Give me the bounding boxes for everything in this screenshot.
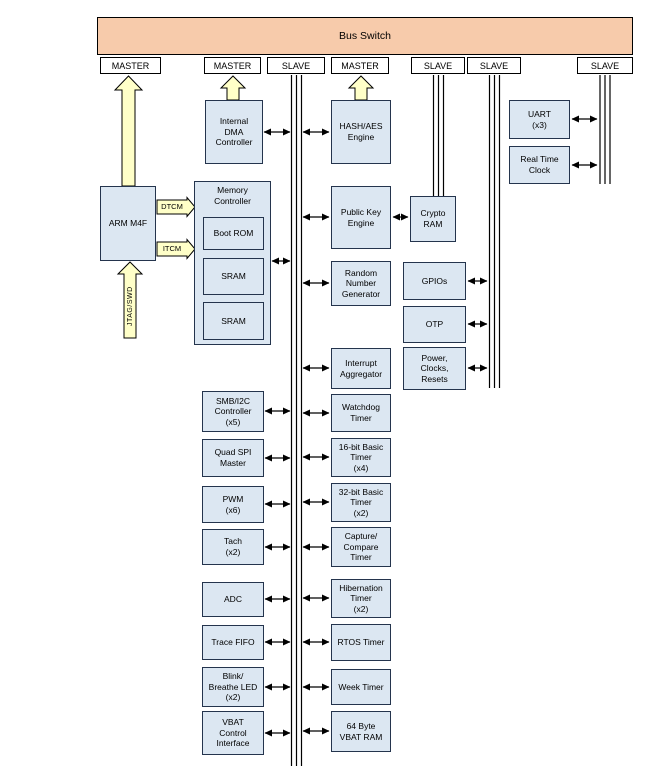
block-sram-2: SRAM	[203, 302, 264, 340]
dtcm-label: DTCM	[161, 202, 183, 212]
dma-to-master-arrow	[219, 75, 247, 101]
memory-controller-title: Memory Controller	[214, 185, 251, 206]
block-crypto-ram: Crypto RAM	[410, 196, 456, 242]
block-16bit-basic-timer: 16-bit Basic Timer (x4)	[331, 438, 391, 477]
main-bus-lines	[290, 75, 303, 766]
block-arm-m4f: ARM M4F	[100, 186, 156, 261]
bus-switch: Bus Switch	[97, 17, 633, 55]
port-slave-1: SLAVE	[267, 57, 325, 74]
block-sram-1: SRAM	[203, 258, 264, 295]
block-week-timer: Week Timer	[331, 669, 391, 705]
block-memory-controller: Memory Controller Boot ROM SRAM SRAM	[194, 181, 271, 345]
block-watchdog-timer: Watchdog Timer	[331, 394, 391, 432]
itcm-label: ITCM	[162, 244, 182, 254]
block-boot-rom: Boot ROM	[203, 217, 264, 250]
port-master-2: MASTER	[204, 57, 261, 74]
block-hash-aes: HASH/AES Engine	[331, 100, 391, 164]
block-rtos-timer: RTOS Timer	[331, 624, 391, 661]
block-blink-breathe-led: Blink/ Breathe LED (x2)	[202, 667, 264, 707]
block-interrupt-aggregator: Interrupt Aggregator	[331, 348, 391, 389]
block-smb-i2c: SMB/I2C Controller (x5)	[202, 391, 264, 432]
port-slave-2: SLAVE	[411, 57, 465, 74]
port-slave-3: SLAVE	[467, 57, 521, 74]
block-uart: UART (x3)	[509, 100, 570, 139]
block-trace-fifo: Trace FIFO	[202, 625, 264, 660]
port-master-3: MASTER	[331, 57, 389, 74]
block-otp: OTP	[403, 306, 466, 343]
block-hibernation-timer: Hibernation Timer (x2)	[331, 579, 391, 618]
port-master-1: MASTER	[100, 57, 161, 74]
jtag-swd-label: JTAG/SWD	[127, 286, 134, 326]
block-vbat-control-interface: VBAT Control Interface	[202, 711, 264, 755]
hash-to-master-arrow	[347, 75, 375, 101]
block-gpios: GPIOs	[403, 262, 466, 300]
block-internal-dma: Internal DMA Controller	[205, 100, 263, 164]
io-bus-lines	[599, 75, 611, 184]
port-slave-4: SLAVE	[577, 57, 633, 74]
system-bus-lines	[488, 75, 501, 388]
block-tach: Tach (x2)	[202, 529, 264, 565]
block-adc: ADC	[202, 582, 264, 617]
block-capture-compare-timer: Capture/ Compare Timer	[331, 527, 391, 567]
block-real-time-clock: Real Time Clock	[509, 146, 570, 184]
block-pwm: PWM (x6)	[202, 486, 264, 523]
block-power-clocks-resets: Power, Clocks, Resets	[403, 347, 466, 390]
block-quad-spi: Quad SPI Master	[202, 439, 264, 477]
block-public-key-engine: Public Key Engine	[331, 186, 391, 249]
block-random-number-generator: Random Number Generator	[331, 261, 391, 306]
block-vbat-ram: 64 Byte VBAT RAM	[331, 711, 391, 752]
cpu-to-master-arrow	[113, 75, 144, 187]
crypto-bus-lines	[432, 75, 445, 196]
block-32bit-basic-timer: 32-bit Basic Timer (x2)	[331, 483, 391, 522]
